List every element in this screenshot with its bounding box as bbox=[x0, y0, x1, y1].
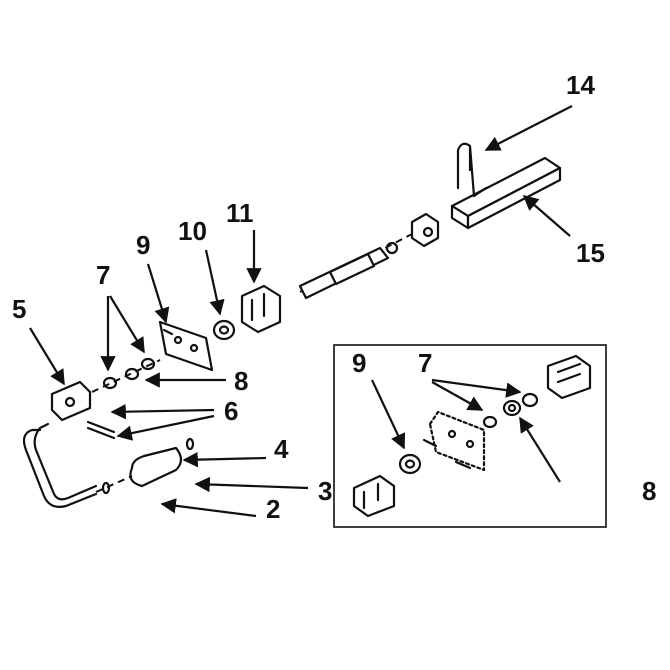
arrow-5 bbox=[29, 327, 65, 386]
arrow-14 bbox=[484, 105, 573, 151]
inset-block-left bbox=[352, 474, 396, 518]
pins-part-6 bbox=[86, 420, 116, 440]
coupler-part bbox=[410, 212, 440, 248]
arrow-4 bbox=[182, 451, 267, 468]
label-7: 7 bbox=[96, 260, 110, 290]
inset-arrow-7b bbox=[431, 381, 484, 411]
shaft-part bbox=[298, 233, 413, 300]
knob-part bbox=[95, 437, 195, 495]
label-9: 9 bbox=[136, 230, 150, 260]
arrow-3 bbox=[194, 476, 309, 493]
centerline-upper bbox=[91, 359, 161, 393]
washer-part-10 bbox=[212, 319, 236, 341]
label-8: 8 bbox=[234, 366, 248, 396]
label-5: 5 bbox=[12, 294, 26, 324]
inset-plate bbox=[422, 410, 486, 472]
arrow-6a bbox=[110, 404, 215, 420]
arrow-6b bbox=[116, 414, 215, 441]
arrow-15 bbox=[522, 194, 571, 237]
label-14: 14 bbox=[566, 70, 595, 100]
label-15: 15 bbox=[576, 238, 605, 268]
handle-hub-part bbox=[50, 380, 92, 422]
inset-arrow-7a bbox=[431, 378, 522, 398]
inset-block-right bbox=[546, 354, 592, 400]
inset-washers bbox=[482, 392, 539, 429]
inset-detail-box bbox=[333, 344, 607, 528]
arrow-2 bbox=[160, 498, 257, 518]
label-6: 6 bbox=[224, 396, 238, 426]
label-3: 3 bbox=[318, 476, 332, 506]
square-tube-part bbox=[450, 156, 562, 230]
bushing-block-part bbox=[240, 284, 282, 334]
label-2: 2 bbox=[266, 494, 280, 524]
bracket-clip-part bbox=[456, 142, 488, 198]
inset-arrow-9 bbox=[371, 379, 406, 450]
label-11: 11 bbox=[226, 198, 254, 228]
inset-label-9: 9 bbox=[352, 348, 366, 378]
mounting-plate-part bbox=[158, 320, 214, 372]
washer-pair-7 bbox=[102, 357, 156, 390]
outside-label-8: 8 bbox=[642, 476, 656, 506]
arrow-9 bbox=[146, 263, 170, 324]
inset-washer-9 bbox=[398, 453, 422, 475]
arrow-10 bbox=[204, 249, 225, 316]
arrow-7b bbox=[109, 295, 145, 354]
handle-bar-part bbox=[22, 422, 98, 508]
label-4: 4 bbox=[274, 434, 289, 464]
label-10: 10 bbox=[178, 216, 207, 246]
inset-label-7: 7 bbox=[418, 348, 432, 378]
inset-arrow-8 bbox=[519, 416, 561, 483]
